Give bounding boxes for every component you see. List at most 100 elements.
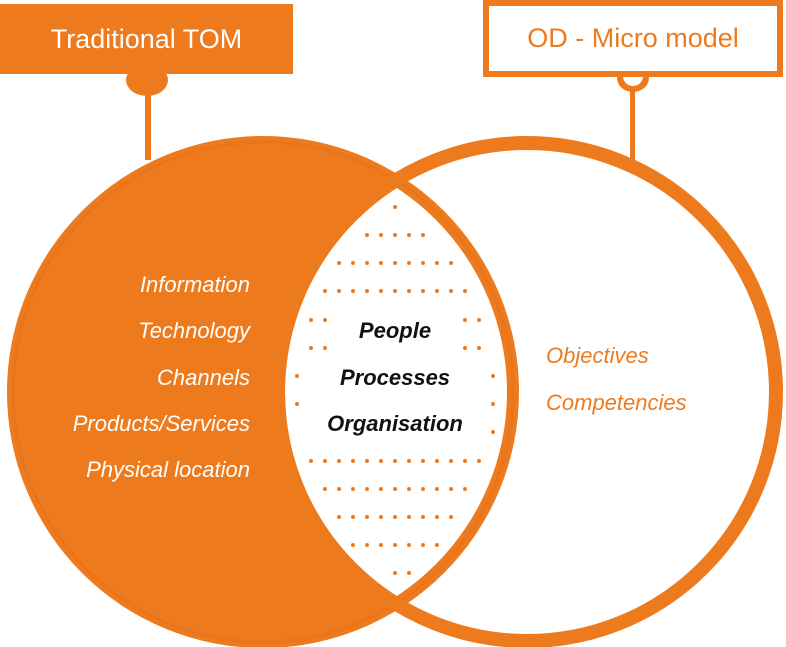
pattern-dot (365, 543, 369, 547)
pattern-dot (421, 515, 425, 519)
pattern-dot (449, 459, 453, 463)
overlap-region (285, 150, 507, 634)
pattern-dot (379, 289, 383, 293)
right-item: Objectives (546, 343, 649, 368)
pattern-dot (323, 459, 327, 463)
left-item: Channels (157, 365, 250, 390)
pattern-dot (449, 487, 453, 491)
pattern-dot (393, 459, 397, 463)
left-set-title: Traditional TOM (50, 23, 243, 54)
left-item: Products/Services (72, 411, 250, 436)
pattern-dot (449, 515, 453, 519)
pattern-dot (351, 459, 355, 463)
pattern-dot (365, 459, 369, 463)
pattern-dot (379, 459, 383, 463)
overlap-dot-pattern (295, 205, 495, 575)
pattern-dot (421, 459, 425, 463)
pattern-dot (379, 487, 383, 491)
overlap-item: People (358, 318, 432, 343)
pattern-dot (407, 233, 411, 237)
pattern-dot (365, 487, 369, 491)
pattern-dot (323, 346, 327, 350)
pattern-dot (351, 487, 355, 491)
pattern-dot (365, 515, 369, 519)
pattern-dot (463, 289, 467, 293)
pattern-dot (435, 543, 439, 547)
pattern-dot (421, 543, 425, 547)
pattern-dot (379, 233, 383, 237)
pattern-dot (323, 318, 327, 322)
pattern-dot (393, 289, 397, 293)
pattern-dot (379, 261, 383, 265)
pattern-dot (407, 459, 411, 463)
pattern-dot (393, 487, 397, 491)
pattern-dot (295, 402, 299, 406)
pattern-dot (491, 430, 495, 434)
pattern-dot (491, 402, 495, 406)
pattern-dot (449, 289, 453, 293)
pattern-dot (477, 318, 481, 322)
pattern-dot (323, 289, 327, 293)
pattern-dot (477, 459, 481, 463)
traditional-tom-label: Traditional TOM (0, 4, 293, 74)
pattern-dot (421, 487, 425, 491)
pattern-dot (435, 459, 439, 463)
od-micro-model-label: OD - Micro model (483, 0, 783, 77)
pattern-dot (463, 318, 467, 322)
pattern-dot (435, 261, 439, 265)
left-circle-outline (11, 140, 515, 644)
pattern-dot (309, 346, 313, 350)
pattern-dot (407, 487, 411, 491)
pattern-dot (351, 261, 355, 265)
pattern-dot (337, 289, 341, 293)
left-item: Physical location (86, 457, 250, 482)
pattern-dot (323, 487, 327, 491)
pattern-dot (463, 487, 467, 491)
overlap-item: Organisation (327, 411, 463, 436)
pattern-dot (379, 515, 383, 519)
pattern-dot (407, 261, 411, 265)
pattern-dot (393, 571, 397, 575)
right-item: Competencies (546, 390, 687, 415)
pattern-dot (351, 289, 355, 293)
pattern-dot (337, 459, 341, 463)
pattern-dot (407, 515, 411, 519)
pattern-dot (407, 543, 411, 547)
pattern-dot (477, 346, 481, 350)
pattern-dot (421, 233, 425, 237)
pattern-dot (365, 261, 369, 265)
pattern-dot (463, 459, 467, 463)
right-connector-line (630, 72, 635, 162)
pattern-dot (309, 459, 313, 463)
pattern-dot (365, 233, 369, 237)
pattern-dot (337, 487, 341, 491)
pattern-dot (393, 205, 397, 209)
right-set-title: OD - Micro model (527, 23, 739, 53)
pattern-dot (379, 543, 383, 547)
pattern-dot (421, 261, 425, 265)
pattern-dot (295, 374, 299, 378)
left-item: Technology (138, 318, 250, 343)
pattern-dot (435, 487, 439, 491)
pattern-dot (491, 374, 495, 378)
pattern-dot (407, 571, 411, 575)
pattern-dot (435, 289, 439, 293)
pattern-dot (393, 543, 397, 547)
pattern-dot (449, 261, 453, 265)
pattern-dot (393, 233, 397, 237)
left-connector-line (145, 70, 151, 160)
pattern-dot (407, 289, 411, 293)
pattern-dot (435, 515, 439, 519)
overlap-item: Processes (339, 365, 451, 390)
pattern-dot (393, 261, 397, 265)
pattern-dot (365, 289, 369, 293)
pattern-dot (337, 261, 341, 265)
right-circle (271, 136, 783, 647)
pattern-dot (421, 289, 425, 293)
left-item: Information (139, 272, 250, 297)
pattern-dot (351, 515, 355, 519)
pattern-dot (337, 515, 341, 519)
pattern-dot (351, 543, 355, 547)
pattern-dot (463, 346, 467, 350)
